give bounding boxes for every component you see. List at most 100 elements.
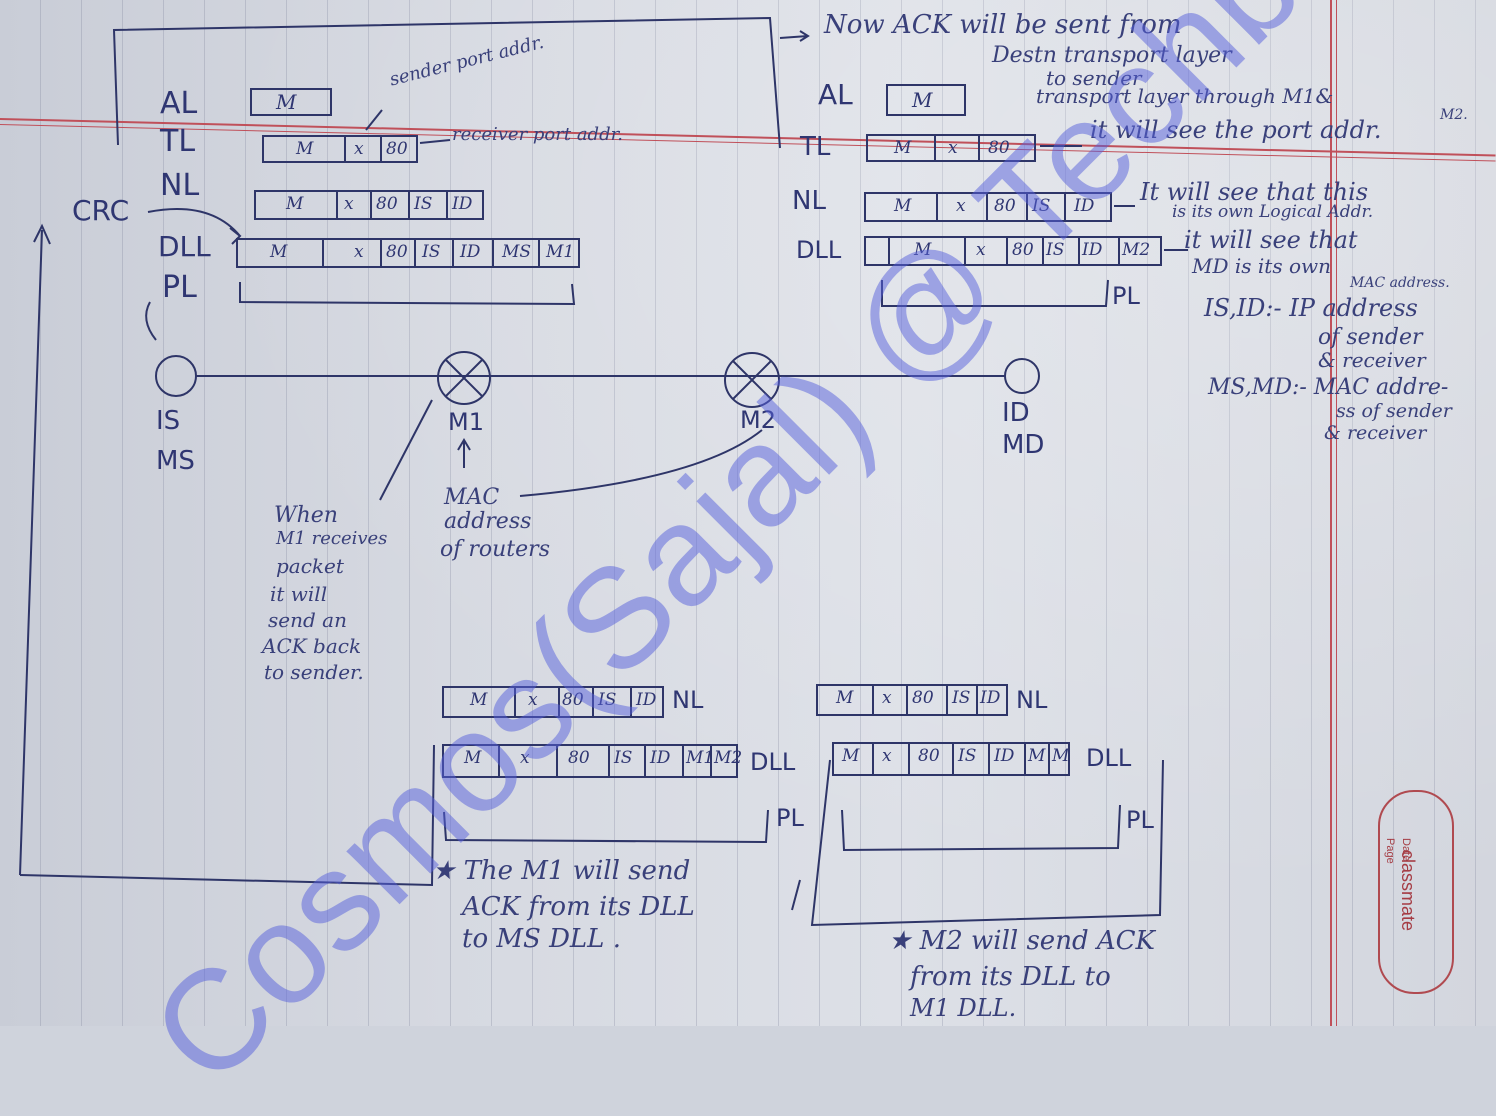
frame-cell: M xyxy=(296,139,313,159)
receiver-al-label: AL xyxy=(818,78,853,111)
frame-cell: M xyxy=(286,194,303,214)
frame-cell: M xyxy=(842,746,859,766)
frame-cell: 80 xyxy=(386,242,408,262)
sender-al-frame: M xyxy=(250,88,332,116)
ack-bracket-arrow xyxy=(780,31,808,41)
sender-tl-frame: M x 80 xyxy=(262,135,418,163)
m2-dll-label: DLL xyxy=(1086,744,1131,772)
frame-cell: MS xyxy=(502,242,531,262)
mac-routers-note-2: address xyxy=(444,510,531,533)
sender-node xyxy=(156,356,196,396)
frame-cell: ID xyxy=(452,194,472,214)
frame-cell: x xyxy=(354,139,364,159)
m1-pl-label: PL xyxy=(776,804,804,832)
frame-cell: 80 xyxy=(912,688,934,708)
receiver-mac-label: MD xyxy=(1002,430,1044,460)
frame-cell: IS xyxy=(952,688,970,708)
ack-bracket xyxy=(114,18,780,148)
frame-cell: M1 xyxy=(546,242,574,262)
receiver-nl-label: NL xyxy=(792,186,826,216)
frame-cell: IS xyxy=(422,242,440,262)
when-note-2: M1 receives xyxy=(276,530,387,549)
mac-def-2: ss of sender xyxy=(1336,402,1452,422)
frame-cell: M2 xyxy=(1122,240,1150,260)
frame-cell: M2 xyxy=(714,748,742,768)
frame-cell: x xyxy=(882,746,892,766)
frame-cell: x xyxy=(882,688,892,708)
mac-up-arrow xyxy=(458,440,470,468)
ack-sent-note-5: M2. xyxy=(1440,108,1468,123)
m2-pl-label: PL xyxy=(1126,806,1154,834)
receiver-ip-label: ID xyxy=(1002,398,1030,428)
mac-routers-note-3: of routers xyxy=(440,538,550,561)
notebook-page-field: Page xyxy=(1384,838,1396,864)
frame-cell: ID xyxy=(650,748,670,768)
frame-cell: M xyxy=(836,688,853,708)
see-logical-note-2: is its own Logical Addr. xyxy=(1172,204,1373,222)
m2-ack-note-1: ★ M2 will send ACK xyxy=(888,928,1155,955)
m1-m2-bracket-2 xyxy=(792,880,800,910)
receiver-pl-label: PL xyxy=(1112,282,1140,310)
when-arrow xyxy=(380,400,432,500)
receiver-dll-label: DLL xyxy=(796,236,841,264)
m1-dll-label: DLL xyxy=(750,748,795,776)
frame-cell: 80 xyxy=(376,194,398,214)
pl-arrow xyxy=(146,302,156,340)
frame-cell: IS xyxy=(958,746,976,766)
notebook-brand: classmate xyxy=(1397,850,1418,931)
sender-port-arrow xyxy=(366,110,382,130)
frame-cell: ID xyxy=(994,746,1014,766)
layer-pl-label: PL xyxy=(162,270,197,305)
frame-cell: M xyxy=(1028,746,1045,766)
frame-cell: IS xyxy=(614,748,632,768)
receiver-port-arrow xyxy=(420,140,450,143)
ack-up-arrow xyxy=(20,226,50,875)
when-note-4: it will xyxy=(270,584,327,605)
when-note-3: packet xyxy=(276,556,344,577)
sender-mac-label: MS xyxy=(156,446,195,476)
ip-def-1: IS,ID:- IP address xyxy=(1204,296,1418,321)
frame-cell: ID xyxy=(460,242,480,262)
sender-dll-frame: M x 80 IS ID MS M1 xyxy=(236,238,580,268)
frame-cell: IS xyxy=(414,194,432,214)
m2-ack-note-3: M1 DLL. xyxy=(910,996,1016,1021)
see-mac-note-2: MD is its own xyxy=(1192,256,1331,277)
mac-def-1: MS,MD:- MAC addre- xyxy=(1208,376,1448,399)
frame-cell: M1 xyxy=(686,748,714,768)
frame-cell: M xyxy=(912,88,932,112)
frame-cell: 80 xyxy=(918,746,940,766)
frame-cell: M xyxy=(276,90,296,114)
m1-ack-note-2: ACK from its DLL xyxy=(462,894,695,921)
m2-nl-label: NL xyxy=(1016,686,1047,714)
receiver-port-note: receiver port addr. xyxy=(452,126,623,145)
layer-tl-label: TL xyxy=(160,124,195,159)
when-note-7: to sender. xyxy=(264,662,364,683)
frame-cell: M xyxy=(894,138,911,158)
see-mac-note-3: MAC address. xyxy=(1350,276,1450,291)
frame-cell: ID xyxy=(980,688,1000,708)
frame-cell: x xyxy=(344,194,354,214)
ip-def-3: & receiver xyxy=(1318,350,1426,371)
when-note-5: send an xyxy=(268,610,347,631)
m2-pl-bracket xyxy=(842,805,1120,850)
mac-def-3: & receiver xyxy=(1324,424,1426,444)
m2-dll-frame: M x 80 IS ID M M xyxy=(832,742,1070,776)
crc-label: CRC xyxy=(72,194,129,227)
frame-cell: M xyxy=(1052,746,1069,766)
notebook-date-field: Date xyxy=(1400,838,1412,861)
router1-label: M1 xyxy=(448,408,484,436)
sender-pl-bracket xyxy=(240,282,574,304)
m1-ack-note-3: to MS DLL . xyxy=(462,926,621,953)
m2-ack-note-2: from its DLL to xyxy=(910,964,1111,991)
sender-nl-frame: M x 80 IS ID xyxy=(254,190,484,220)
m1-nl-label: NL xyxy=(672,686,703,714)
m2-nl-frame: M x 80 IS ID xyxy=(816,684,1008,716)
when-note-1: When xyxy=(274,504,338,527)
receiver-node xyxy=(1005,359,1039,393)
layer-dll-label: DLL xyxy=(158,230,211,263)
frame-cell: 80 xyxy=(386,139,408,159)
mac-routers-note-1: MAC xyxy=(444,486,499,509)
m1-m2-bracket xyxy=(812,760,1163,925)
ip-def-2: of sender xyxy=(1318,326,1422,349)
frame-cell: x xyxy=(354,242,364,262)
